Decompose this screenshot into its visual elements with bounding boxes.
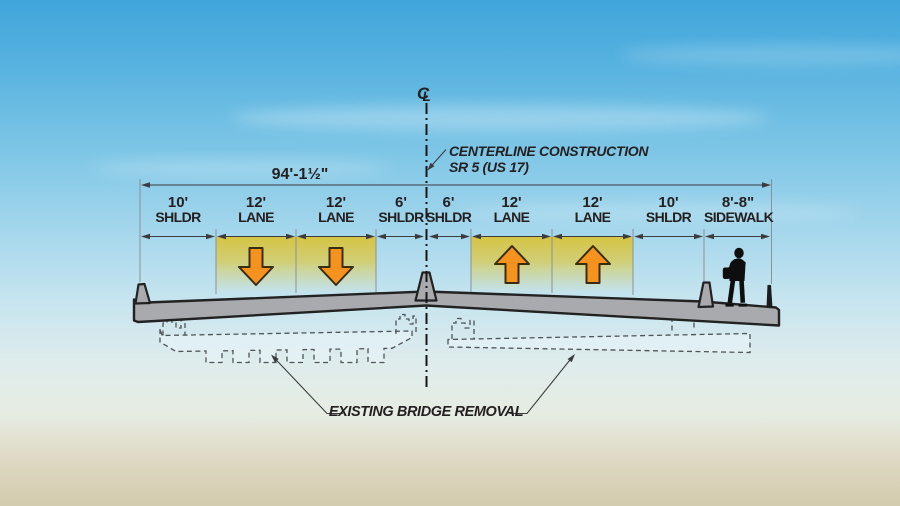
down-arrow-icon bbox=[238, 247, 274, 286]
up-arrow-icon bbox=[575, 245, 611, 284]
segment-label-lane-2: 12' LANE bbox=[318, 194, 354, 225]
existing-bridge-left-outline bbox=[159, 313, 417, 364]
sidewalk-barrier bbox=[697, 281, 715, 309]
traffic-arrows bbox=[238, 245, 611, 286]
segment-label-lane-4: 12' LANE bbox=[574, 194, 611, 225]
segment-label-shldr-2: 6' SHLDR bbox=[378, 194, 424, 225]
segment-label-lane-3: 12' LANE bbox=[493, 194, 530, 225]
segment-label-shldr-4: 10' SHLDR bbox=[645, 194, 692, 225]
cloud-wisps bbox=[90, 44, 900, 222]
segment-label-shldr-3: 6' SHLDR bbox=[426, 194, 472, 225]
centerline-symbol: L bbox=[422, 88, 431, 104]
down-arrow-icon bbox=[318, 247, 354, 286]
centerline-symbol: C bbox=[417, 84, 430, 103]
up-arrow-icon bbox=[494, 245, 530, 284]
extension-lines bbox=[139, 179, 772, 295]
segment-label-lane-1: 12' LANE bbox=[238, 194, 274, 225]
pedestrian-silhouette-icon bbox=[722, 247, 747, 307]
segment-label-shldr-1: 10' SHLDR bbox=[155, 194, 201, 225]
segment-label-sidewalk: 8'-8" SIDEWALK bbox=[704, 194, 774, 225]
centerline-construction-note: CENTERLINE CONSTRUCTION SR 5 (US 17) bbox=[449, 143, 649, 175]
existing-bridge-removal-note: EXISTING BRIDGE REMOVAL bbox=[328, 404, 524, 420]
dimension-lines bbox=[141, 182, 771, 240]
railing-post bbox=[766, 285, 773, 308]
overall-dimension-label: 94'-1½" bbox=[271, 166, 329, 183]
deck-slab bbox=[132, 290, 781, 327]
parapet-left bbox=[134, 282, 152, 305]
leader-lines bbox=[271, 149, 575, 415]
